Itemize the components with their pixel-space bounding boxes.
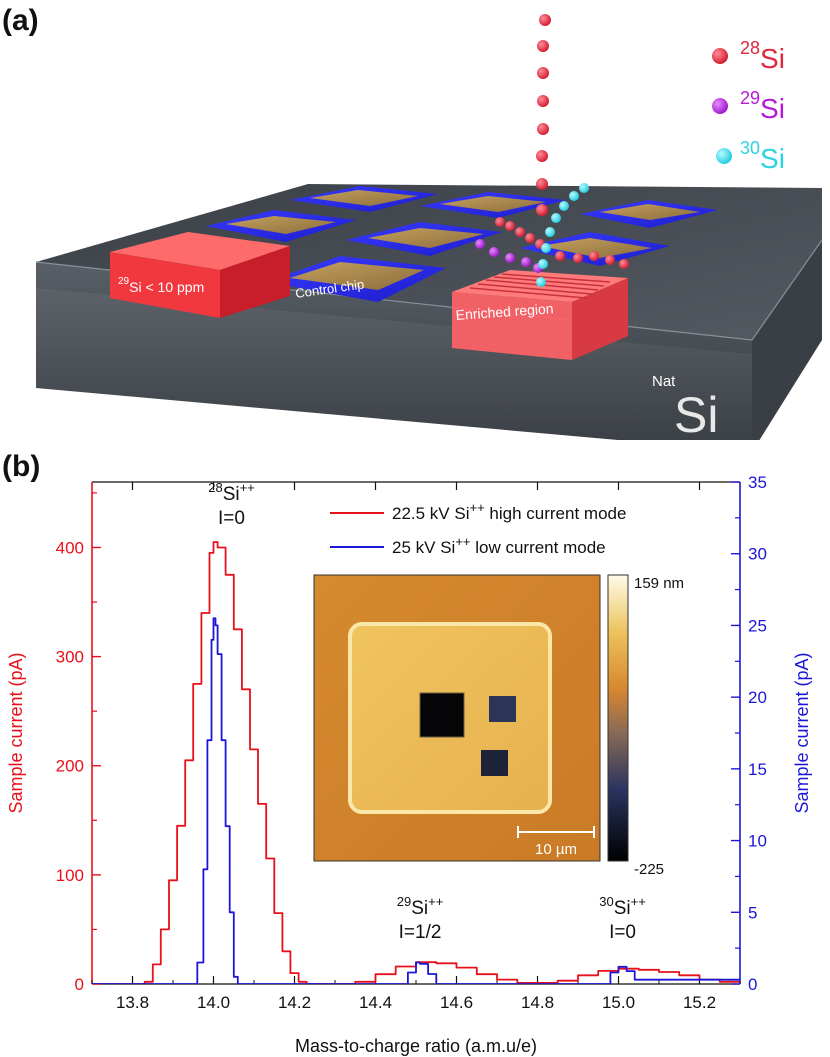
y-right-tick-label: 0 xyxy=(748,975,757,994)
y-left-axis-label: Sample current (pA) xyxy=(6,652,26,813)
peak-charge: ++ xyxy=(428,894,443,909)
depleted-si-mass: 29 xyxy=(118,276,130,287)
peak-ion: Si xyxy=(411,898,428,919)
x-tick-label: 14.2 xyxy=(278,993,311,1012)
series-layer xyxy=(92,541,740,984)
isotope-30-marker xyxy=(716,148,732,164)
depleted-si-block xyxy=(110,232,290,318)
isotope-29-marker xyxy=(712,98,728,114)
peak-charge: ++ xyxy=(631,894,646,909)
panel-b-label: (b) xyxy=(2,450,40,483)
isotope-28-marker xyxy=(712,48,728,64)
colorbar-max-label: 159 nm xyxy=(634,575,684,592)
chip-array xyxy=(206,186,718,302)
y-right-axis-label: Sample current (pA) xyxy=(792,652,812,813)
y-right-tick-label: 5 xyxy=(748,903,757,922)
peak-spin-label: I=0 xyxy=(609,922,636,943)
enriched-region-label: Enriched region xyxy=(455,300,554,323)
legend-label-high-current: 22.5 kV Si++ high current mode xyxy=(392,500,626,523)
afm-small-pit-1 xyxy=(489,696,516,722)
x-tick-label: 15.2 xyxy=(683,993,716,1012)
y-left-tick-label: 200 xyxy=(56,757,84,776)
peak-mass: 29 xyxy=(397,894,411,909)
y-left-tick-label: 400 xyxy=(56,538,84,557)
peak-mass: 30 xyxy=(599,894,613,909)
x-tick-label: 14.4 xyxy=(359,993,392,1012)
x-axis-label: Mass-to-charge ratio (a.m.u/e) xyxy=(295,1036,537,1056)
y-right-tick-label: 35 xyxy=(748,473,767,492)
y-left-tick-label: 0 xyxy=(75,975,84,994)
y-right-tick-label: 20 xyxy=(748,688,767,707)
substrate-label: Si xyxy=(674,387,718,440)
y-left-tick-label: 300 xyxy=(56,648,84,667)
series-line-high-current xyxy=(92,541,740,984)
substrate-prefix: Nat xyxy=(652,373,676,390)
isotope-30-label: 30Si xyxy=(740,138,785,174)
series-line-low-current xyxy=(92,617,740,984)
schematic-panel: (a) Control chip 29Si < 10 ppm xyxy=(2,4,823,440)
isotope-legend: 28Si 29Si 30Si xyxy=(712,38,785,174)
peak-mass: 28 xyxy=(208,480,222,495)
depleted-si-label: 29Si < 10 ppm xyxy=(118,276,204,295)
y-right-tick-label: 15 xyxy=(748,760,767,779)
y-left-tick-label: 100 xyxy=(56,866,84,885)
isotope-28-label: 28Si xyxy=(740,38,785,74)
peak-charge: ++ xyxy=(240,480,255,495)
y-right-tick-label: 30 xyxy=(748,545,767,564)
panel-a-label: (a) xyxy=(2,4,39,37)
y-right-tick-label: 25 xyxy=(748,616,767,635)
peak-label: 30Si++ xyxy=(599,894,646,919)
colorbar-min-label: -225 xyxy=(634,861,664,878)
afm-inset: 10 µm 159 nm -225 xyxy=(313,574,684,878)
ion-beam xyxy=(475,14,629,287)
x-tick-label: 15.0 xyxy=(602,993,635,1012)
x-tick-label: 14.8 xyxy=(521,993,554,1012)
peak-spin-label: I=0 xyxy=(218,508,245,529)
x-tick-label: 14.6 xyxy=(440,993,473,1012)
peak-label: 29Si++ xyxy=(397,894,444,919)
x-tick-label: 13.8 xyxy=(116,993,149,1012)
afm-large-pit xyxy=(419,692,465,738)
peak-ion: Si xyxy=(223,484,240,505)
isotope-29-label: 29Si xyxy=(740,88,785,124)
depleted-si-text: Si < 10 ppm xyxy=(129,279,204,295)
colorbar xyxy=(607,574,629,862)
peak-ion: Si xyxy=(614,898,631,919)
series-legend: 22.5 kV Si++ high current mode 25 kV Si+… xyxy=(330,500,626,557)
afm-small-pit-2 xyxy=(481,750,508,776)
y-right-tick-label: 10 xyxy=(748,832,767,851)
x-tick-label: 14.0 xyxy=(197,993,230,1012)
peak-label: 28Si++ xyxy=(208,480,255,505)
scalebar-label: 10 µm xyxy=(535,841,577,858)
legend-label-low-current: 25 kV Si++ low current mode xyxy=(392,534,606,557)
peak-spin-label: I=1/2 xyxy=(399,922,442,943)
